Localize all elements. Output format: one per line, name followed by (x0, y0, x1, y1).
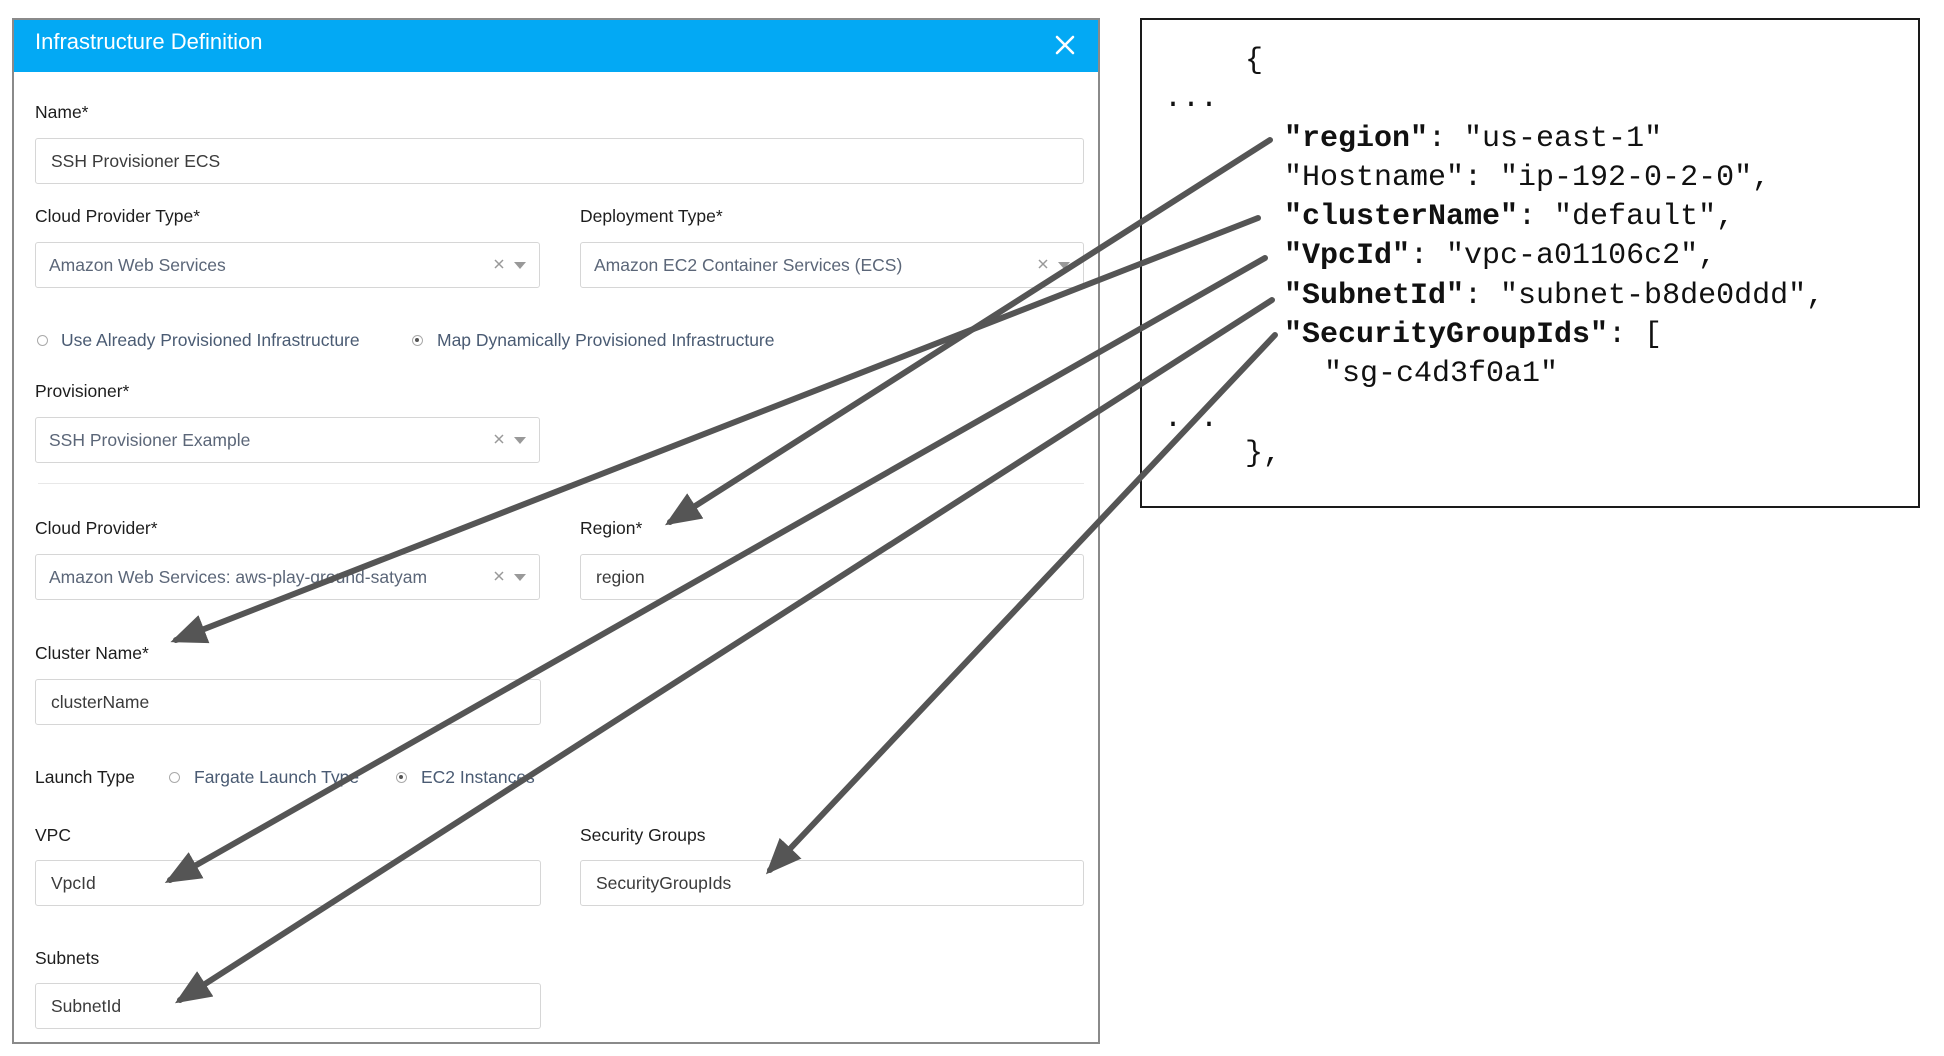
cloud-provider-label: Cloud Provider* (35, 518, 158, 538)
code-cluster-value: : "default", (1518, 200, 1735, 234)
chevron-down-icon[interactable] (514, 574, 526, 581)
dialog-header: Infrastructure Definition (14, 20, 1098, 72)
code-sg-key: "SecurityGroupIds" (1284, 318, 1609, 352)
cloud-provider-type-select[interactable]: Amazon Web Services (35, 242, 540, 288)
security-groups-value: SecurityGroupIds (596, 873, 732, 893)
vpc-label: VPC (35, 825, 71, 845)
deployment-type-label: Deployment Type* (580, 206, 723, 226)
dialog-title: Infrastructure Definition (35, 29, 263, 54)
clear-icon[interactable] (1036, 257, 1050, 271)
radio-fargate-label[interactable]: Fargate Launch Type (194, 767, 360, 787)
close-icon[interactable] (1052, 32, 1078, 58)
clear-icon[interactable] (492, 569, 506, 583)
radio-ec2-label[interactable]: EC2 Instances (421, 767, 535, 787)
subnets-value: SubnetId (51, 996, 122, 1016)
code-cluster-key: "clusterName" (1284, 200, 1519, 234)
json-code-panel: { ... "region": "us-east-1" "Hostname": … (1140, 18, 1920, 508)
vpc-value: VpcId (51, 873, 96, 893)
divider (38, 483, 1084, 484)
code-line-sg: "SecurityGroupIds": [ (1284, 318, 1662, 352)
code-line-cluster: "clusterName": "default", (1284, 200, 1734, 234)
radio-map-dynamic-label[interactable]: Map Dynamically Provisioned Infrastructu… (437, 330, 775, 350)
provisioner-label: Provisioner* (35, 381, 130, 401)
chevron-down-icon[interactable] (1058, 262, 1070, 269)
name-label: Name* (35, 102, 89, 122)
code-region-key: "region" (1284, 122, 1429, 156)
code-subnet-value: : "subnet-b8de0ddd", (1464, 279, 1825, 313)
subnets-label: Subnets (35, 948, 100, 968)
cluster-name-label: Cluster Name* (35, 643, 149, 663)
chevron-down-icon[interactable] (514, 262, 526, 269)
code-ellipsis: ... (1164, 82, 1219, 116)
clear-icon[interactable] (492, 432, 506, 446)
vpc-input[interactable]: VpcId (35, 860, 541, 906)
cloud-provider-type-label: Cloud Provider Type* (35, 206, 201, 226)
name-value: SSH Provisioner ECS (51, 151, 221, 171)
security-groups-label: Security Groups (580, 825, 706, 845)
chevron-down-icon[interactable] (514, 437, 526, 444)
provisioner-value: SSH Provisioner Example (49, 430, 251, 450)
region-input[interactable]: region (580, 554, 1084, 600)
code-line-subnet: "SubnetId": "subnet-b8de0ddd", (1284, 279, 1824, 313)
region-value: region (596, 567, 645, 587)
cloud-provider-select[interactable]: Amazon Web Services: aws-play-ground-sat… (35, 554, 540, 600)
radio-ec2[interactable] (396, 772, 407, 783)
code-line-region: "region": "us-east-1" (1284, 122, 1662, 156)
radio-map-dynamic[interactable] (412, 335, 423, 346)
code-subnet-key: "SubnetId" (1284, 279, 1465, 313)
security-groups-input[interactable]: SecurityGroupIds (580, 860, 1084, 906)
region-label: Region* (580, 518, 643, 538)
launch-type-label: Launch Type (35, 767, 135, 787)
cluster-name-input[interactable]: clusterName (35, 679, 541, 725)
code-line-sg-item: "sg-c4d3f0a1" (1324, 357, 1559, 391)
deployment-type-select[interactable]: Amazon EC2 Container Services (ECS) (580, 242, 1084, 288)
infrastructure-definition-dialog: Infrastructure Definition Name* SSH Prov… (12, 18, 1100, 1044)
radio-fargate[interactable] (169, 772, 180, 783)
code-line-vpc: "VpcId": "vpc-a01106c2", (1284, 239, 1716, 273)
code-vpc-value: : "vpc-a01106c2", (1410, 239, 1717, 273)
code-open-brace: { (1245, 44, 1264, 78)
name-input[interactable]: SSH Provisioner ECS (35, 138, 1084, 184)
cluster-name-value: clusterName (51, 692, 150, 712)
code-sg-value: : [ (1608, 318, 1663, 352)
cloud-provider-value: Amazon Web Services: aws-play-ground-sat… (49, 567, 428, 587)
deployment-type-value: Amazon EC2 Container Services (ECS) (594, 255, 903, 275)
code-vpc-key: "VpcId" (1284, 239, 1411, 273)
code-line-hostname: "Hostname": "ip-192-0-2-0", (1284, 161, 1771, 195)
radio-use-provisioned[interactable] (37, 335, 48, 346)
code-close-brace: }, (1245, 437, 1282, 471)
subnets-input[interactable]: SubnetId (35, 983, 541, 1029)
code-region-value: : "us-east-1" (1428, 122, 1663, 156)
clear-icon[interactable] (492, 257, 506, 271)
cloud-provider-type-value: Amazon Web Services (49, 255, 226, 275)
radio-use-provisioned-label[interactable]: Use Already Provisioned Infrastructure (61, 330, 360, 350)
provisioner-select[interactable]: SSH Provisioner Example (35, 417, 540, 463)
code-ellipsis-2: ... (1164, 402, 1219, 436)
